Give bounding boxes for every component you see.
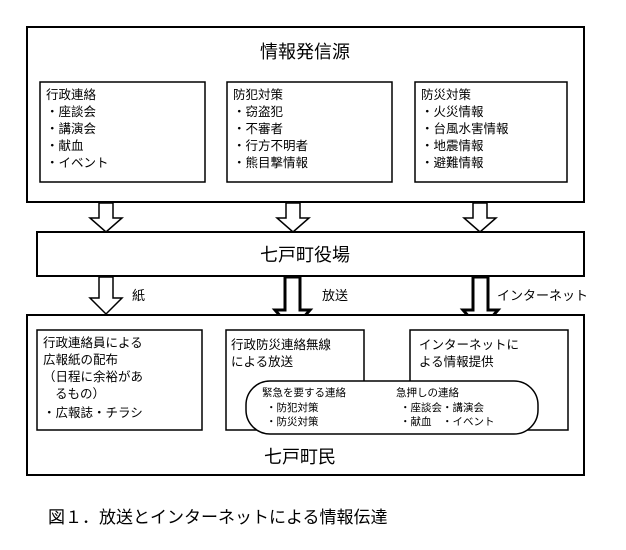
- category-item: ・火災情報: [421, 104, 484, 119]
- category-box-gyosei: [39, 81, 206, 183]
- broadcast-detail-box: [245, 380, 539, 435]
- residents-title: 七戸町民: [264, 447, 336, 468]
- urgent-heading: 緊急を要する連絡: [262, 386, 346, 399]
- urgent-item: ・防災対策: [266, 415, 319, 428]
- method-line: 広報紙の配布: [43, 352, 118, 367]
- method-box-paper: [36, 329, 203, 431]
- arrow-down-1: [88, 202, 124, 233]
- town-office-title: 七戸町役場: [260, 245, 350, 266]
- category-item: ・台風水害情報: [421, 121, 509, 136]
- figure-caption: 図１．放送とインターネットによる情報伝達: [48, 508, 388, 528]
- category-item: ・座談会: [46, 104, 97, 119]
- category-item: ・熊目撃情報: [233, 155, 309, 170]
- method-line: 行政連絡員による: [43, 335, 143, 350]
- category-item: ・イベント: [46, 155, 109, 170]
- urgent-item: ・防犯対策: [266, 401, 319, 414]
- category-box-bosai: [414, 81, 568, 183]
- method-line: 行政防災連絡無線: [231, 337, 332, 352]
- channel-label-broadcast: 放送: [322, 289, 348, 304]
- source-title: 情報発信源: [260, 42, 350, 63]
- category-item: ・窃盗犯: [233, 104, 284, 119]
- method-line: るもの）: [55, 386, 105, 401]
- channel-label-paper: 紙: [132, 289, 145, 304]
- method-line: による放送: [231, 354, 294, 369]
- method-line: よる情報提供: [419, 354, 494, 369]
- category-item: ・不審者: [233, 121, 283, 136]
- method-line: ・広報誌・チラシ: [43, 405, 143, 420]
- category-item: ・講演会: [46, 121, 97, 136]
- category-item: ・行方不明者: [233, 138, 308, 153]
- rush-item: ・献血 ・イベント: [400, 415, 495, 428]
- category-heading: 防災対策: [421, 87, 472, 102]
- category-heading: 行政連絡: [46, 87, 97, 102]
- town-office-box: [36, 231, 585, 277]
- category-box-bohan: [226, 81, 393, 183]
- category-item: ・献血: [46, 138, 84, 153]
- rush-heading: 急押しの連絡: [396, 386, 459, 399]
- rush-item: ・座談会・講演会: [400, 401, 484, 414]
- arrow-down-3: [462, 202, 498, 233]
- category-heading: 防犯対策: [233, 87, 284, 102]
- channel-label-internet: インターネット: [497, 289, 588, 304]
- arrow-down-2: [275, 202, 311, 233]
- method-line: （日程に余裕があ: [43, 369, 143, 384]
- arrow-paper: [88, 276, 124, 316]
- method-line: インターネットに: [419, 337, 519, 352]
- category-item: ・地震情報: [421, 138, 484, 153]
- category-item: ・避難情報: [421, 155, 484, 170]
